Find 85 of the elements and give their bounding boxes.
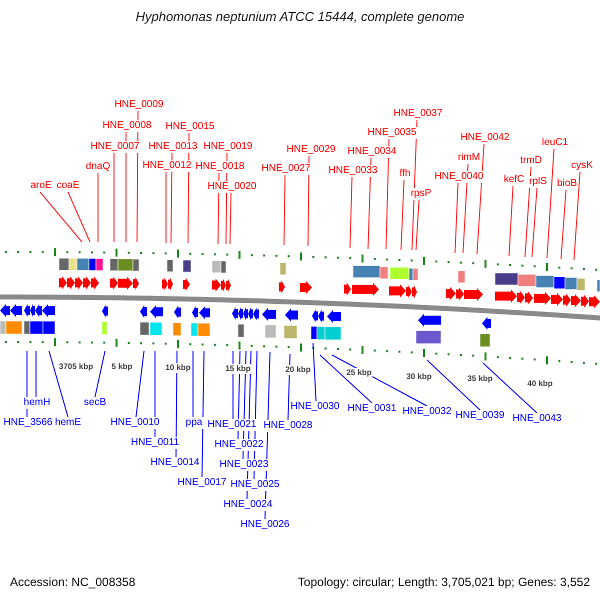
leader-line [476, 144, 484, 254]
footer-note: Accession: NC_008358 [10, 575, 136, 589]
gene-label: hemH [22, 397, 52, 409]
leader-line [230, 192, 232, 244]
scale-tick-label: 30 kbp [405, 372, 433, 382]
leader-line [386, 138, 390, 250]
scale-tick-label: 25 kbp [345, 368, 373, 378]
gene-label: HNE_0032 [402, 406, 452, 418]
gene-label: rplS [528, 176, 548, 188]
gene-label: HNE_0022 [214, 439, 264, 451]
leader-line [462, 164, 468, 254]
gene-label: HNE_0033 [328, 165, 378, 177]
gene-label: HNE_0035 [366, 127, 418, 139]
gene-label: HNE_0010 [110, 417, 160, 429]
leader-line [192, 350, 194, 418]
leader-line [350, 176, 352, 248]
gene-label: HNE_0023 [218, 459, 270, 471]
gene-label: HNE_0034 [346, 146, 398, 158]
gene-label: HNE_0030 [290, 401, 340, 413]
gene-label: HNE_0013 [148, 141, 198, 153]
gene-label: HNE_0039 [454, 410, 506, 422]
gene-label: HNE_0027 [260, 163, 312, 175]
gene-label: HNE_0026 [240, 519, 290, 531]
leader-line [284, 174, 286, 246]
gene-label: HNE_0043 [512, 413, 562, 425]
leader-line [412, 120, 418, 250]
gene-label: ppa [184, 417, 204, 429]
leader-line [532, 188, 538, 258]
gene-label: HNE_0008 [102, 120, 152, 132]
gene-label: HNE_0025 [230, 479, 280, 491]
leader-line [416, 200, 420, 250]
scale-tick-label: 3705 kbp [58, 362, 94, 372]
gene-label: HNE_3566 [2, 417, 54, 429]
leader-line [454, 182, 458, 254]
map-title: Hyphomonas neptunium ATCC 15444, complete genome [134, 9, 466, 25]
leader-line [202, 350, 204, 478]
leader-line [170, 152, 172, 244]
gene-label: HNE_0007 [90, 141, 140, 153]
gene-label: HNE_0009 [114, 99, 164, 111]
gene-label: HNE_0019 [202, 141, 254, 153]
gene-label: HNE_0029 [286, 144, 336, 156]
gene-label: HNE_0037 [392, 108, 444, 120]
leader-line [426, 360, 480, 410]
footer-note: Topology: circular; Length: 3,705,021 bp; Genes: 3,552 [298, 575, 590, 589]
gene-label: HNE_0040 [434, 171, 484, 183]
gene-label: aroE [29, 180, 53, 192]
gene-label: HNE_0031 [346, 403, 398, 415]
leader-line [308, 156, 310, 246]
scale-tick-label: 40 kbp [526, 379, 554, 389]
leader-line [94, 350, 106, 398]
gene-label: HNE_0012 [142, 160, 192, 172]
scale-tick-label: 10 kbp [164, 363, 192, 373]
leader-line [48, 350, 68, 418]
leader-line [574, 172, 580, 260]
leader-line [320, 354, 372, 404]
gene-label: HNE_0017 [176, 477, 228, 489]
scale-tick-label: 20 kbp [284, 365, 312, 375]
leader-line [482, 362, 538, 414]
gene-label: HNE_0028 [262, 420, 314, 432]
gene-label: HNE_0011 [130, 437, 180, 449]
leader-line [368, 158, 372, 250]
scale-tick-label: 15 kbp [224, 364, 252, 374]
leader-line [400, 180, 404, 250]
gene-label: HNE_0042 [460, 132, 510, 144]
leader-line [546, 148, 554, 258]
gene-label: HNE_0020 [206, 181, 258, 193]
gene-label: HNE_0021 [206, 419, 258, 431]
leader-line [524, 166, 532, 258]
gene-label: HNE_0024 [222, 499, 274, 511]
scale-tick-label: 5 kbp [110, 362, 134, 372]
gene-label: dnaQ [84, 161, 112, 173]
leader-line [508, 186, 514, 256]
leader-line [560, 190, 566, 260]
leader-line [136, 350, 144, 418]
gene-label: HNE_0014 [150, 457, 200, 469]
gene-label: HNE_0015 [164, 121, 216, 133]
leader-line [68, 192, 90, 242]
gene-label: rpsP [410, 188, 432, 200]
leader-line [40, 192, 82, 242]
gene-label: cysK [570, 160, 594, 172]
gene-label: coaE [56, 180, 80, 192]
leader-line [312, 342, 316, 402]
leader-line [154, 350, 156, 438]
gene-label: HNE_0018 [194, 161, 246, 173]
scale-tick-label: 35 kbp [466, 374, 494, 384]
